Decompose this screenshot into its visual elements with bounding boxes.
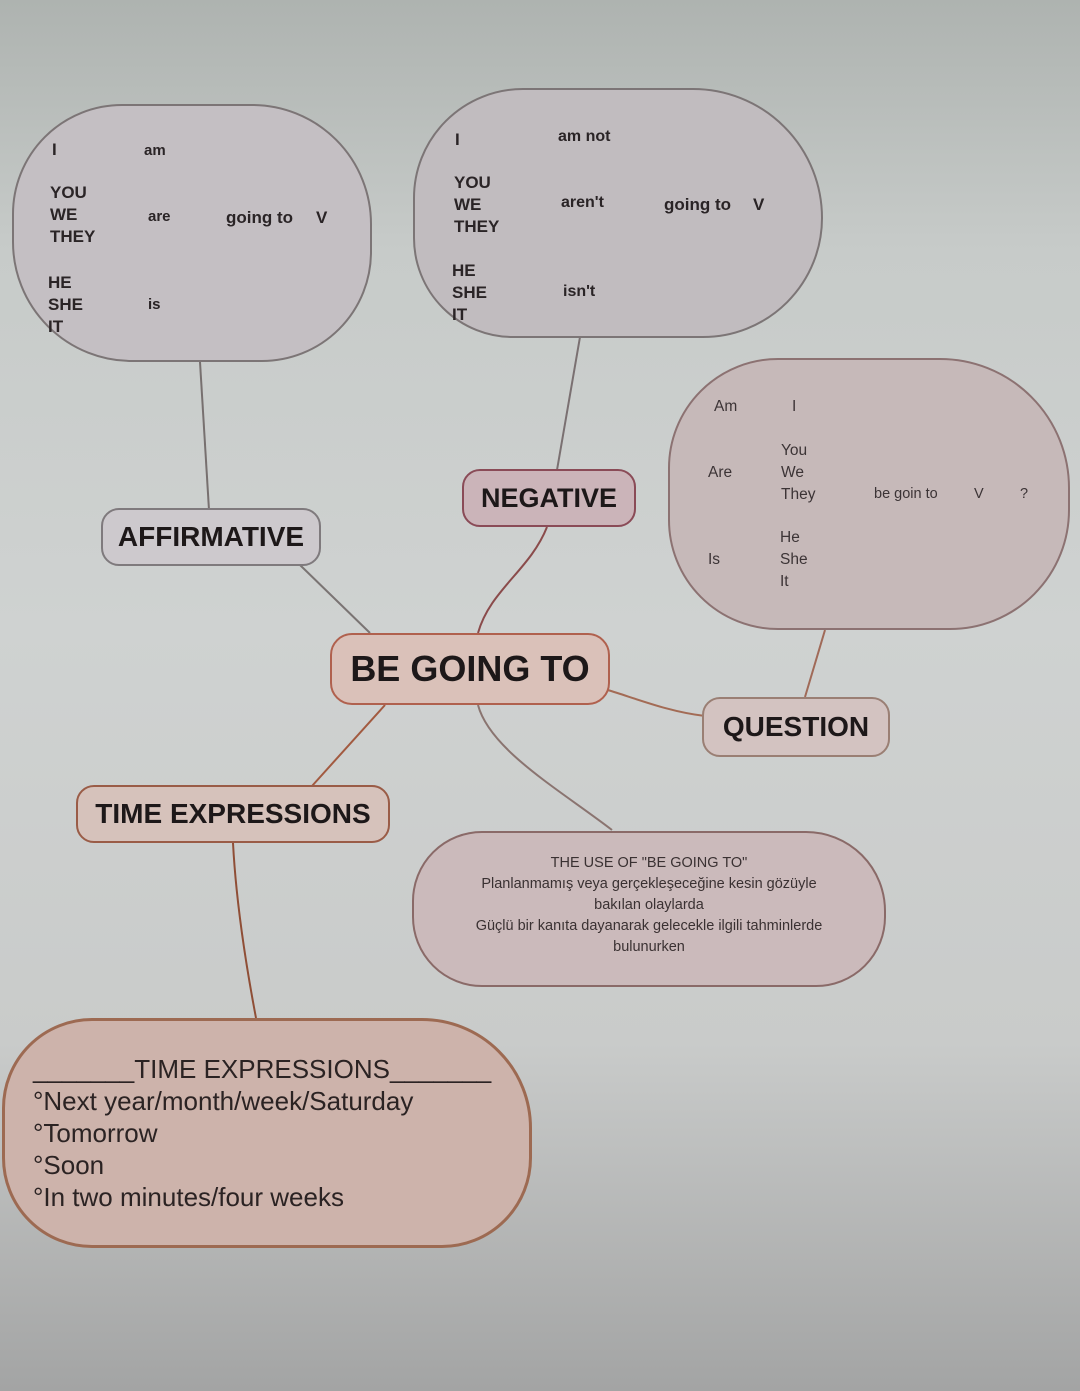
verb-are: are [148,208,171,225]
usage-explanation-box: THE USE OF "BE GOING TO" Planlanmamış ve… [412,831,886,987]
aux-is: Is [708,551,721,568]
time-box-title: _______TIME EXPRESSIONS_______ [33,1054,492,1084]
negative-structure-box: I am not YOU WE THEY aren't going to V H… [413,88,823,338]
verb-isnt: isn't [563,283,596,300]
affirmative-structure-box: I am YOU WE THEY are going to V HE SHE I… [12,104,372,362]
question-mark: ? [1020,486,1029,502]
aux-are: Are [708,464,733,481]
question-node: QUESTION [702,697,890,757]
subjects-you-we-they: YOU WE THEY [454,173,500,236]
central-topic-be-going-to: BE GOING TO [330,633,610,705]
time-expression-item: °Soon [33,1150,105,1180]
subjects-you-we-they: You We They [781,442,816,503]
verb-v: V [753,195,765,214]
time-expressions-list-box: _______TIME EXPRESSIONS_______ °Next yea… [2,1018,532,1248]
going-to-text: going to [664,195,732,214]
time-expression-item: °Tomorrow [33,1118,158,1148]
verb-am: am [144,142,166,159]
subjects-he-she-it: He She It [780,529,808,590]
usage-title: THE USE OF "BE GOING TO" [550,855,748,871]
subject-i: I [455,130,460,149]
subjects-he-she-it: HE SHE IT [452,261,487,324]
subject-i: I [52,140,57,159]
verb-v: V [316,208,328,227]
verb-is: is [148,296,161,313]
question-structure-box: Am I Are You We They be goin to V ? Is H… [668,358,1070,630]
usage-line: Güçlü bir kanıta dayanarak gelecekle ilg… [475,918,823,934]
time-expression-item: °Next year/month/week/Saturday [33,1086,414,1116]
affirmative-node: AFFIRMATIVE [101,508,321,566]
aux-am: Am [714,398,738,415]
verb-v: V [974,486,984,502]
usage-line: Planlanmamış veya gerçekleşeceğine kesin… [481,876,817,892]
time-expressions-node: TIME EXPRESSIONS [76,785,390,843]
subjects-you-we-they: YOU WE THEY [50,183,96,246]
usage-line: bakılan olaylarda [594,897,704,913]
negative-node: NEGATIVE [462,469,636,527]
verb-arent: aren't [561,194,604,211]
subjects-he-she-it: HE SHE IT [48,273,83,336]
subject-i: I [792,398,797,415]
usage-line: bulunurken [613,939,685,955]
be-goin-to-text: be goin to [874,486,938,502]
verb-am-not: am not [558,128,611,145]
time-expression-item: °In two minutes/four weeks [33,1182,344,1212]
going-to-text: going to [226,208,294,227]
